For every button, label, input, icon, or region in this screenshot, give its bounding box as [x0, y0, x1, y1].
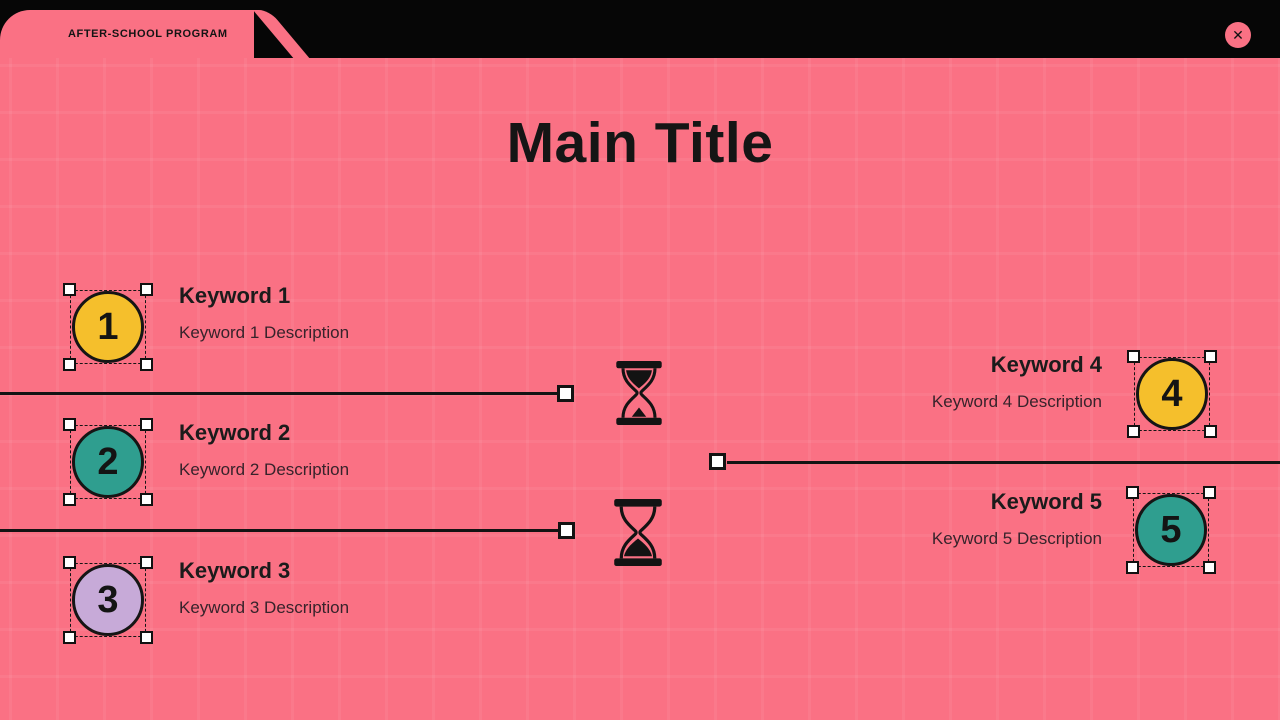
connector-line-1[interactable]: [0, 392, 558, 395]
resize-handle[interactable]: [63, 418, 76, 431]
slide-title[interactable]: Main Title: [506, 111, 774, 175]
resize-handle[interactable]: [140, 493, 153, 506]
shape-circle-5[interactable]: 5: [1126, 486, 1216, 574]
resize-handle[interactable]: [63, 358, 76, 371]
circle-2[interactable]: 2: [72, 426, 144, 498]
resize-handle[interactable]: [63, 283, 76, 296]
circle-3[interactable]: 3: [72, 564, 144, 636]
keyword-2-description[interactable]: Keyword 2 Description: [179, 460, 350, 479]
resize-handle[interactable]: [1126, 486, 1139, 499]
resize-handle[interactable]: [1126, 561, 1139, 574]
resize-handle[interactable]: [140, 631, 153, 644]
keyword-3-title[interactable]: Keyword 3: [179, 558, 291, 583]
program-tab-label: AFTER-SCHOOL PROGRAM: [68, 28, 228, 40]
keyword-4-description[interactable]: Keyword 4 Description: [931, 392, 1102, 411]
keyword-4-title[interactable]: Keyword 4: [990, 352, 1102, 377]
keyword-5-description[interactable]: Keyword 5 Description: [931, 529, 1102, 548]
resize-handle[interactable]: [1204, 350, 1217, 363]
shape-circle-2[interactable]: 2: [63, 418, 153, 506]
circle-4[interactable]: 4: [1136, 358, 1208, 430]
resize-handle[interactable]: [140, 283, 153, 296]
shape-circle-1[interactable]: 1: [63, 283, 153, 371]
keyword-5-title[interactable]: Keyword 5: [990, 489, 1102, 514]
close-button[interactable]: ✕: [1225, 22, 1251, 48]
hourglass-top-icon[interactable]: [616, 361, 662, 425]
resize-handle[interactable]: [1127, 350, 1140, 363]
resize-handle[interactable]: [140, 358, 153, 371]
resize-handle[interactable]: [63, 631, 76, 644]
close-icon: ✕: [1232, 26, 1244, 43]
shape-circle-4[interactable]: 4: [1127, 350, 1217, 438]
resize-handle[interactable]: [1203, 486, 1216, 499]
resize-handle[interactable]: [1203, 561, 1216, 574]
shape-circle-3[interactable]: 3: [63, 556, 153, 644]
circle-1[interactable]: 1: [72, 291, 144, 363]
hourglass-bottom-icon[interactable]: [614, 499, 662, 566]
resize-handle[interactable]: [140, 556, 153, 569]
line-3-endpoint-handle[interactable]: [709, 453, 726, 470]
circle-5[interactable]: 5: [1135, 494, 1207, 566]
keyword-1-title[interactable]: Keyword 1: [179, 283, 291, 308]
line-1-endpoint-handle[interactable]: [557, 385, 574, 402]
line-2-endpoint-handle[interactable]: [558, 522, 575, 539]
resize-handle[interactable]: [63, 556, 76, 569]
slide-canvas[interactable]: [0, 58, 1280, 720]
resize-handle[interactable]: [1204, 425, 1217, 438]
resize-handle[interactable]: [1127, 425, 1140, 438]
keyword-2-title[interactable]: Keyword 2: [179, 420, 291, 445]
keyword-3-description[interactable]: Keyword 3 Description: [179, 598, 350, 617]
connector-line-2[interactable]: [0, 529, 558, 532]
connector-line-3[interactable]: [727, 461, 1280, 464]
resize-handle[interactable]: [63, 493, 76, 506]
keyword-1-description[interactable]: Keyword 1 Description: [179, 323, 350, 342]
resize-handle[interactable]: [140, 418, 153, 431]
program-tab: AFTER-SCHOOL PROGRAM: [0, 10, 254, 58]
